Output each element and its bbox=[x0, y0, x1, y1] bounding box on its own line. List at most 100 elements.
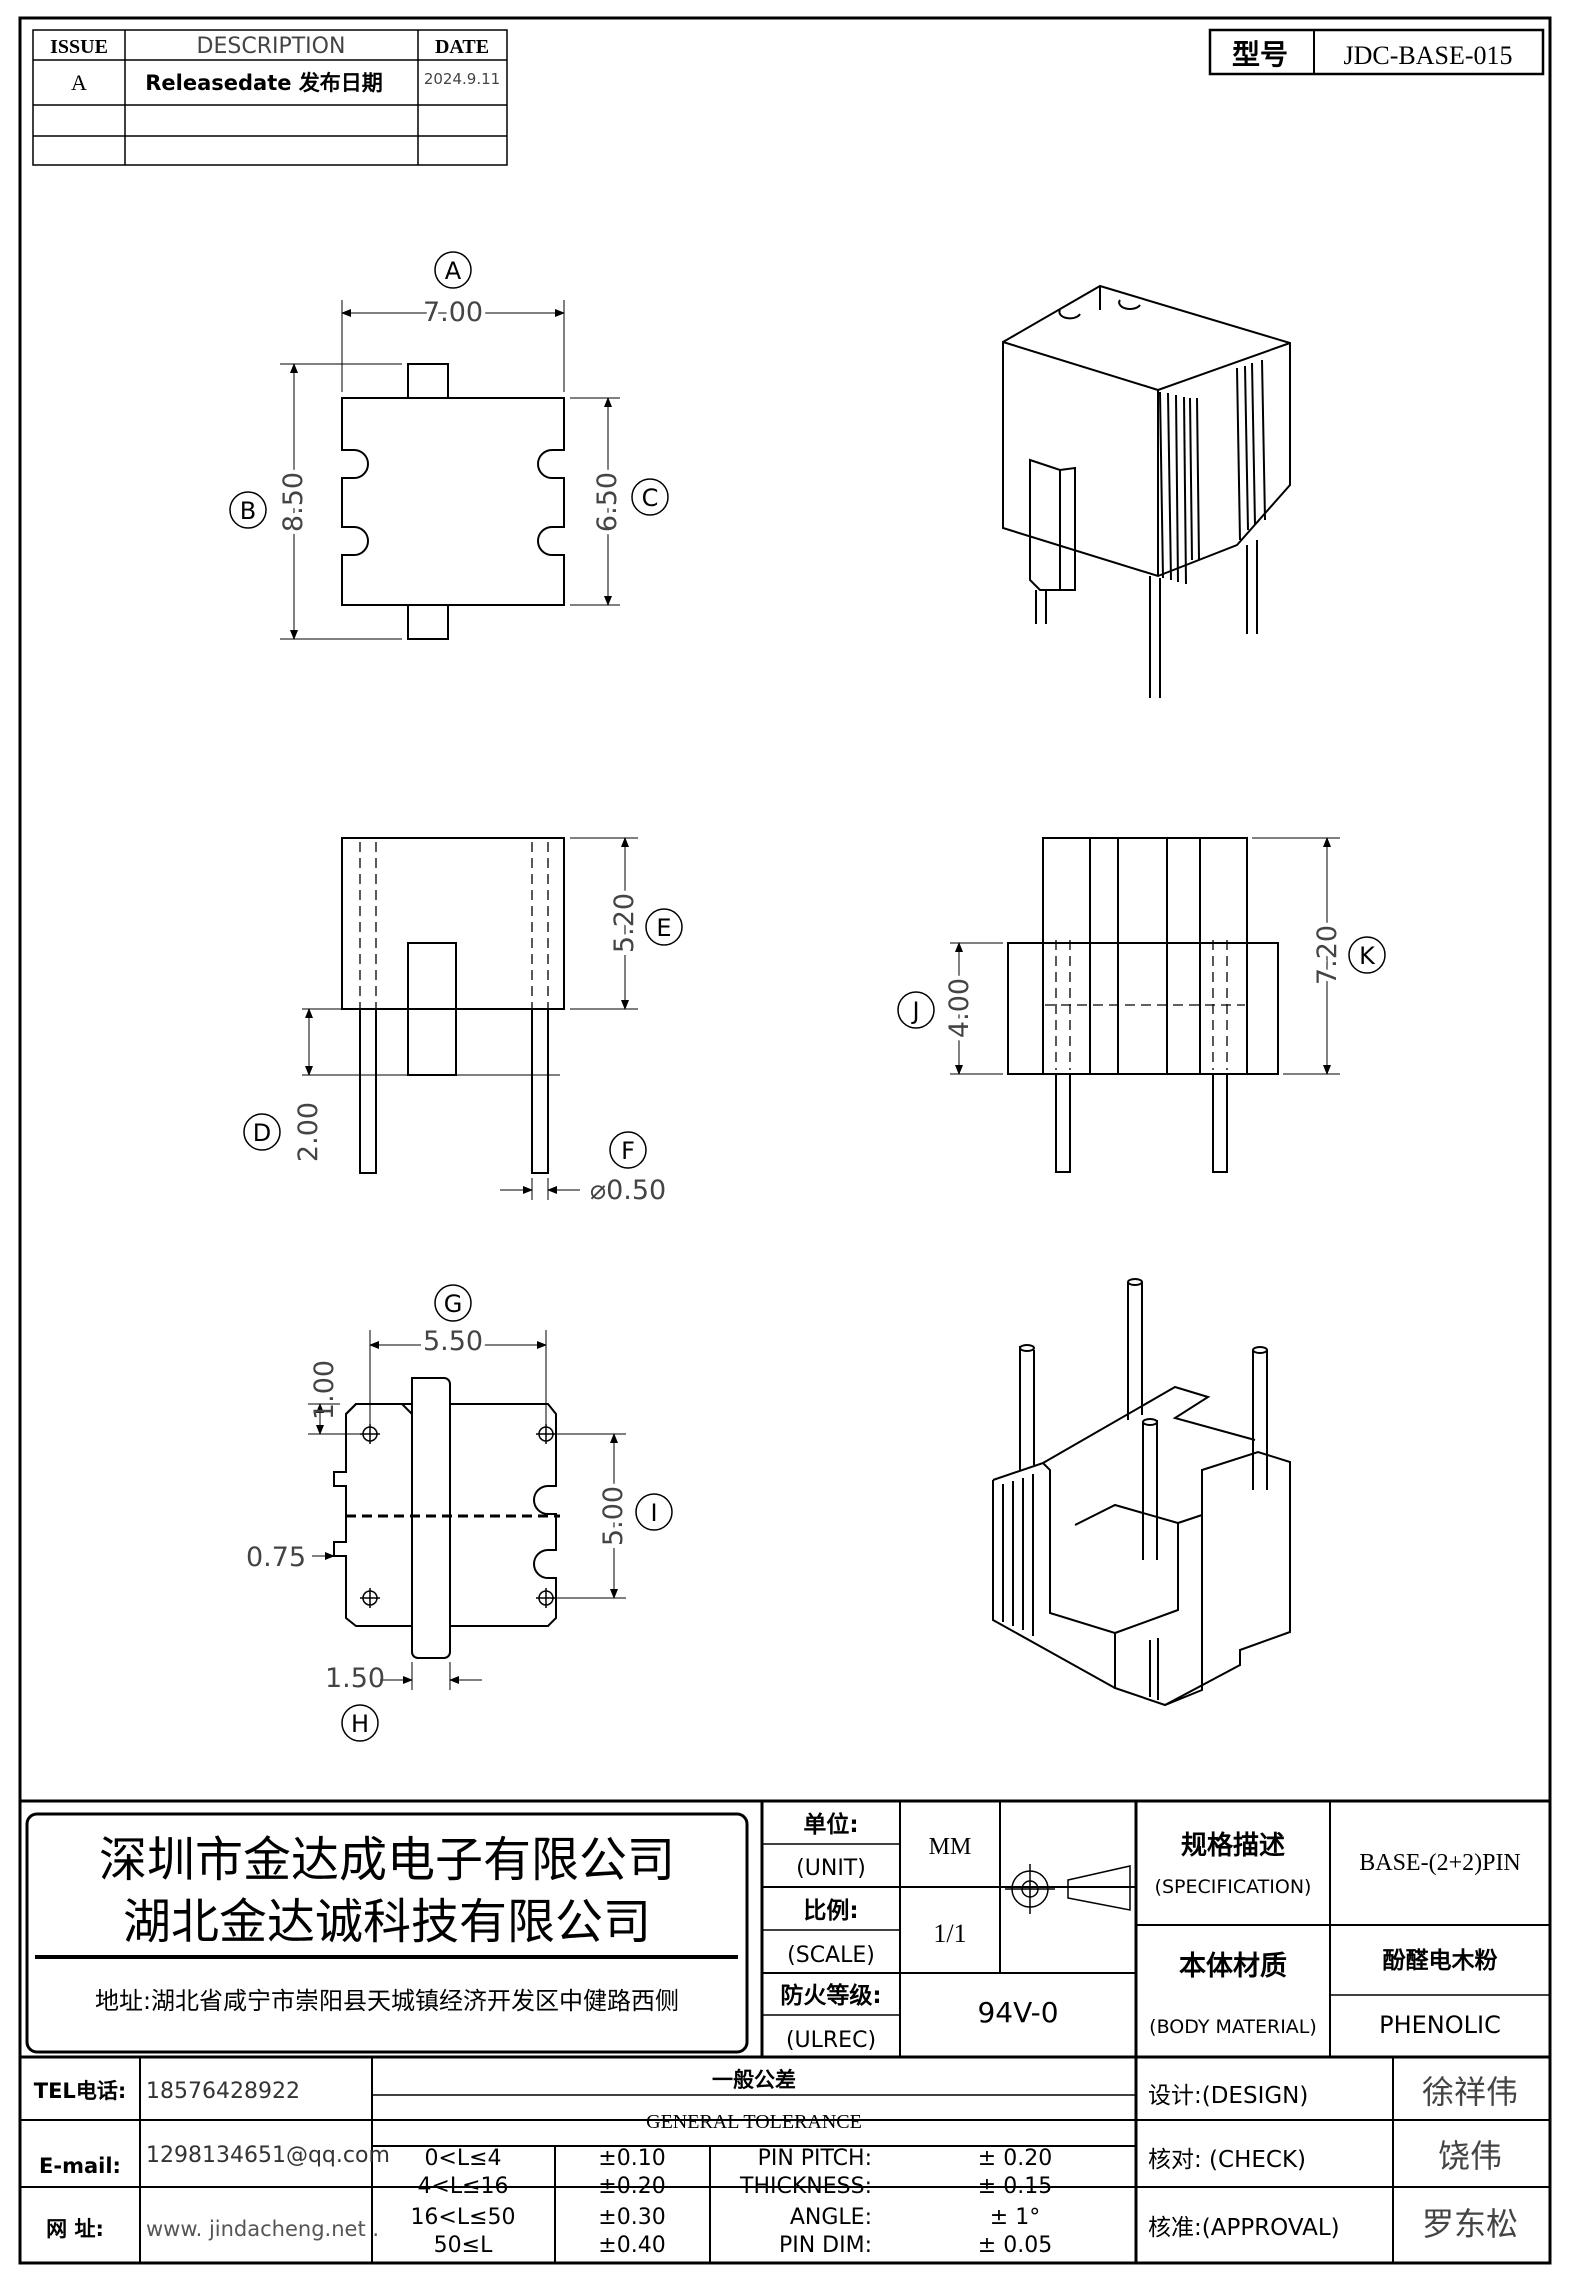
approval-label: 核准:(APPROVAL) bbox=[1148, 2215, 1340, 2241]
tel-value: 18576428922 bbox=[146, 2079, 300, 2104]
design-signature: 徐祥伟 bbox=[1422, 2073, 1518, 2111]
sheet-border bbox=[18, 16, 1552, 2265]
dim-j-value: 4.00 bbox=[944, 978, 975, 1038]
dim-a-value: 7.00 bbox=[423, 297, 483, 328]
unit-label-cn: 单位: bbox=[803, 1811, 858, 1838]
unit-label-en: (UNIT) bbox=[796, 1856, 866, 1881]
material-value-cn: 酚醛电木粉 bbox=[1383, 1948, 1498, 1974]
dim-tag-a: A bbox=[434, 251, 472, 289]
dim-k-value: 7.20 bbox=[1312, 925, 1343, 985]
tolerance-range: 0<L≤4 bbox=[424, 2146, 501, 2171]
dim-i-value: 5.00 bbox=[598, 1486, 629, 1546]
tolerance-range: 50≤L bbox=[434, 2233, 493, 2258]
dim-g-value: 5.50 bbox=[423, 1326, 483, 1357]
dim-tag-i: I bbox=[635, 1493, 673, 1531]
dim-b-value: 8.50 bbox=[278, 472, 309, 532]
tolerance-value: ±0.40 bbox=[598, 2233, 665, 2258]
spec-label-cn: 规格描述 bbox=[1181, 1830, 1285, 1861]
svg-text:C: C bbox=[642, 484, 659, 512]
tolerance-item: ANGLE: bbox=[790, 2205, 872, 2230]
model-value: JDC-BASE-015 bbox=[1343, 41, 1512, 70]
check-label: 核对: (CHECK) bbox=[1148, 2147, 1306, 2173]
svg-text:F: F bbox=[621, 1137, 635, 1165]
dim-c-value: 6.50 bbox=[592, 472, 623, 532]
issue-header: ISSUE bbox=[50, 36, 108, 58]
tolerance-rows: 0<L≤4 ±0.10 PIN PITCH: ± 0.20 4<L≤16 ±0.20 THI… bbox=[410, 2146, 1052, 2258]
bottom-view-dims bbox=[308, 1330, 626, 1690]
dim-tag-e: E bbox=[645, 908, 683, 946]
tolerance-item: PIN PITCH: bbox=[758, 2146, 872, 2171]
spec-label-en: (SPECIFICATION) bbox=[1155, 1876, 1312, 1898]
svg-text:A: A bbox=[445, 257, 462, 285]
front-view-dims bbox=[302, 837, 638, 1200]
ul-label-cn: 防火等级: bbox=[780, 1982, 881, 2009]
svg-text:E: E bbox=[656, 914, 671, 942]
dim-d-value: 2.00 bbox=[293, 1102, 324, 1162]
svg-text:I: I bbox=[650, 1499, 657, 1527]
tolerance-title-cn: 一般公差 bbox=[712, 2068, 796, 2092]
dim-tag-f: F bbox=[609, 1131, 647, 1169]
iso-view-top bbox=[1002, 284, 1291, 698]
ul-value: 94V-0 bbox=[977, 1996, 1058, 2029]
dim-tag-g: G bbox=[434, 1284, 472, 1322]
svg-text:H: H bbox=[351, 1710, 369, 1738]
svg-text:D: D bbox=[253, 1119, 271, 1147]
tel-label: TEL电话: bbox=[34, 2079, 126, 2103]
unit-value: MM bbox=[929, 1834, 972, 1860]
side-view bbox=[1007, 837, 1279, 1173]
svg-text:B: B bbox=[240, 497, 256, 525]
dim-1-00-value: 1.00 bbox=[309, 1360, 340, 1420]
svg-text:J: J bbox=[910, 997, 919, 1025]
description-header: DESCRIPTION bbox=[197, 34, 346, 59]
model-box bbox=[1208, 28, 1545, 76]
revision-table bbox=[32, 29, 508, 166]
dim-tag-c: C bbox=[631, 478, 669, 516]
scale-label-en: (SCALE) bbox=[787, 1943, 875, 1968]
scale-label-cn: 比例: bbox=[803, 1898, 858, 1924]
tolerance-item: THICKNESS: bbox=[739, 2174, 872, 2199]
projection-symbol bbox=[1005, 1864, 1131, 1914]
tolerance-item-value: ± 1° bbox=[990, 2205, 1040, 2230]
description-cell: Releasedate 发布日期 bbox=[145, 71, 383, 95]
material-value-en: PHENOLIC bbox=[1379, 2011, 1501, 2039]
check-signature: 饶伟 bbox=[1438, 2137, 1502, 2175]
company-name-1: 深圳市金达成电子有限公司 bbox=[99, 1832, 675, 1888]
dim-f-value: ⌀0.50 bbox=[590, 1175, 666, 1206]
dim-h-value: 1.50 bbox=[325, 1663, 385, 1694]
tolerance-value: ±0.20 bbox=[598, 2174, 665, 2199]
bottom-view bbox=[333, 1377, 557, 1659]
material-label-en: (BODY MATERIAL) bbox=[1149, 2016, 1317, 2038]
title-block-grid bbox=[20, 1799, 1550, 2263]
ul-label-en: (ULREC) bbox=[786, 2028, 876, 2053]
dim-0-75-value: 0.75 bbox=[246, 1542, 306, 1573]
date-cell: 2024.9.11 bbox=[424, 70, 500, 88]
company-address: 地址:湖北省咸宁市崇阳县天城镇经济开发区中健路西侧 bbox=[95, 1987, 679, 2015]
dim-tag-d: D bbox=[243, 1113, 281, 1151]
dim-tag-j: J bbox=[897, 991, 935, 1029]
web-value: www. jindacheng.net . bbox=[146, 2217, 379, 2241]
tolerance-item-value: ± 0.20 bbox=[978, 2146, 1052, 2171]
dim-tag-k: K bbox=[1348, 936, 1386, 974]
tolerance-title-en: GENERAL TOLERANCE bbox=[646, 2111, 862, 2133]
tolerance-item-value: ± 0.15 bbox=[978, 2174, 1052, 2199]
issue-cell: A bbox=[71, 70, 87, 95]
approval-signature: 罗东松 bbox=[1422, 2205, 1518, 2243]
material-label-cn: 本体材质 bbox=[1179, 1951, 1287, 1982]
web-label: 网 址: bbox=[46, 2217, 104, 2241]
email-label: E-mail: bbox=[39, 2154, 121, 2178]
dim-tag-h: H bbox=[341, 1704, 379, 1742]
tolerance-value: ±0.10 bbox=[598, 2146, 665, 2171]
model-label: 型号 bbox=[1232, 38, 1288, 71]
scale-value: 1/1 bbox=[933, 1919, 966, 1948]
design-label: 设计:(DESIGN) bbox=[1148, 2083, 1308, 2109]
top-view-dims bbox=[280, 300, 620, 640]
svg-text:G: G bbox=[444, 1290, 463, 1318]
svg-text:K: K bbox=[1359, 942, 1376, 970]
tolerance-range: 16<L≤50 bbox=[410, 2205, 515, 2230]
email-value: 1298134651@qq.com bbox=[146, 2143, 390, 2168]
iso-view-bottom bbox=[992, 1278, 1291, 1707]
tolerance-value: ±0.30 bbox=[598, 2205, 665, 2230]
side-view-dims bbox=[950, 837, 1340, 1075]
tolerance-range: 4<L≤16 bbox=[417, 2174, 508, 2199]
